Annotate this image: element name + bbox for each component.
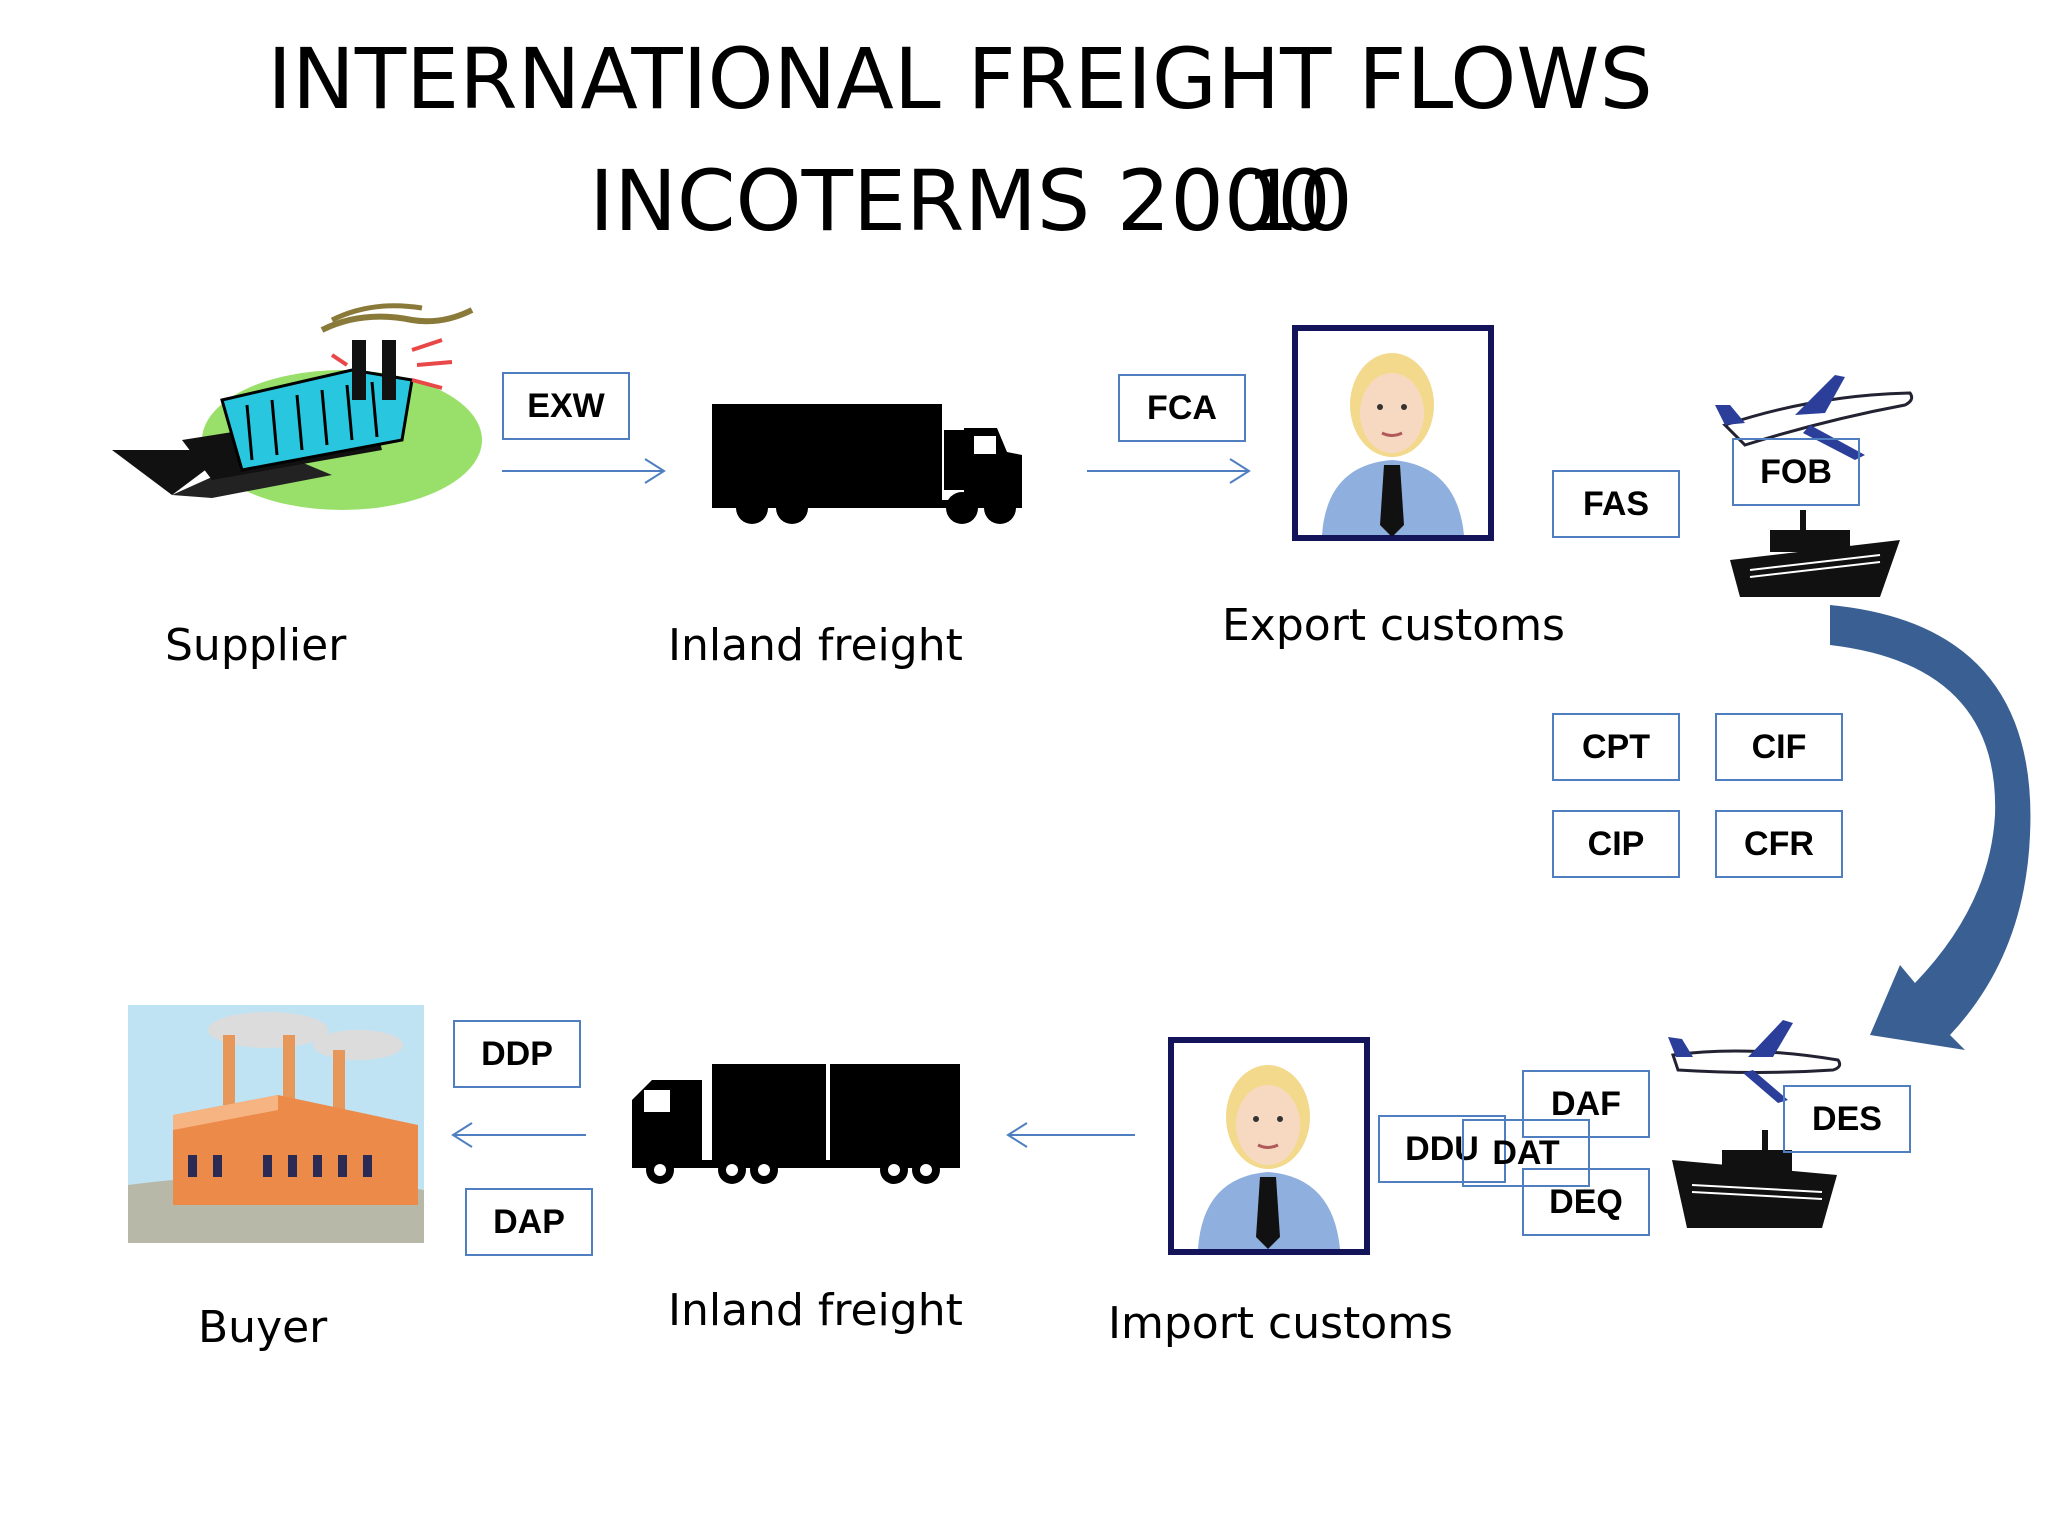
import-flow-arrow-2 [1006,1122,1135,1148]
export-ship-icon [1730,510,1900,597]
label-supplier: Supplier [165,620,347,671]
import-customs-officer-icon [1168,1037,1370,1255]
term-fas: FAS [1552,470,1680,538]
export-customs-officer-icon [1292,325,1494,541]
export-plane-icon [1715,375,1914,460]
term-cpt: CPT [1552,713,1680,781]
term-daf: DAF [1522,1070,1650,1138]
import-plane-icon [1668,1020,1842,1103]
export-flow-arrow-1 [502,458,666,484]
term-deq: DEQ [1522,1168,1650,1236]
term-dat: DAT [1462,1119,1590,1187]
term-exw: EXW [502,372,630,440]
import-flow-arrow-1 [451,1122,586,1148]
export-truck-icon [712,404,1022,524]
import-truck-icon [632,1064,960,1184]
year-under: 00 [1223,152,1331,250]
supplier-factory-icon [112,303,482,510]
buyer-factory-icon [128,1005,424,1243]
term-ddu: DDU [1378,1115,1506,1183]
term-fca: FCA [1118,374,1246,442]
term-cfr: CFR [1715,810,1843,878]
label-export-customs: Export customs [1222,600,1565,651]
subtitle-prefix: INCOTERMS 20 [589,152,1224,250]
term-des: DES [1783,1085,1911,1153]
term-dap: DAP [465,1188,593,1256]
term-cif: CIF [1715,713,1843,781]
page-title: INTERNATIONAL FREIGHT FLOWS [267,30,1653,128]
term-fob: FOB [1732,438,1860,506]
export-flow-arrow-2 [1087,458,1251,484]
shipping-curved-arrow [1830,605,2031,1050]
term-ddp: DDP [453,1020,581,1088]
import-ship-icon [1672,1130,1837,1228]
year-over: 10 [1245,152,1353,250]
label-inland-freight-export: Inland freight [668,620,963,671]
label-import-customs: Import customs [1108,1298,1453,1349]
term-cip: CIP [1552,810,1680,878]
label-inland-freight-import: Inland freight [668,1285,963,1336]
label-buyer: Buyer [198,1302,328,1353]
